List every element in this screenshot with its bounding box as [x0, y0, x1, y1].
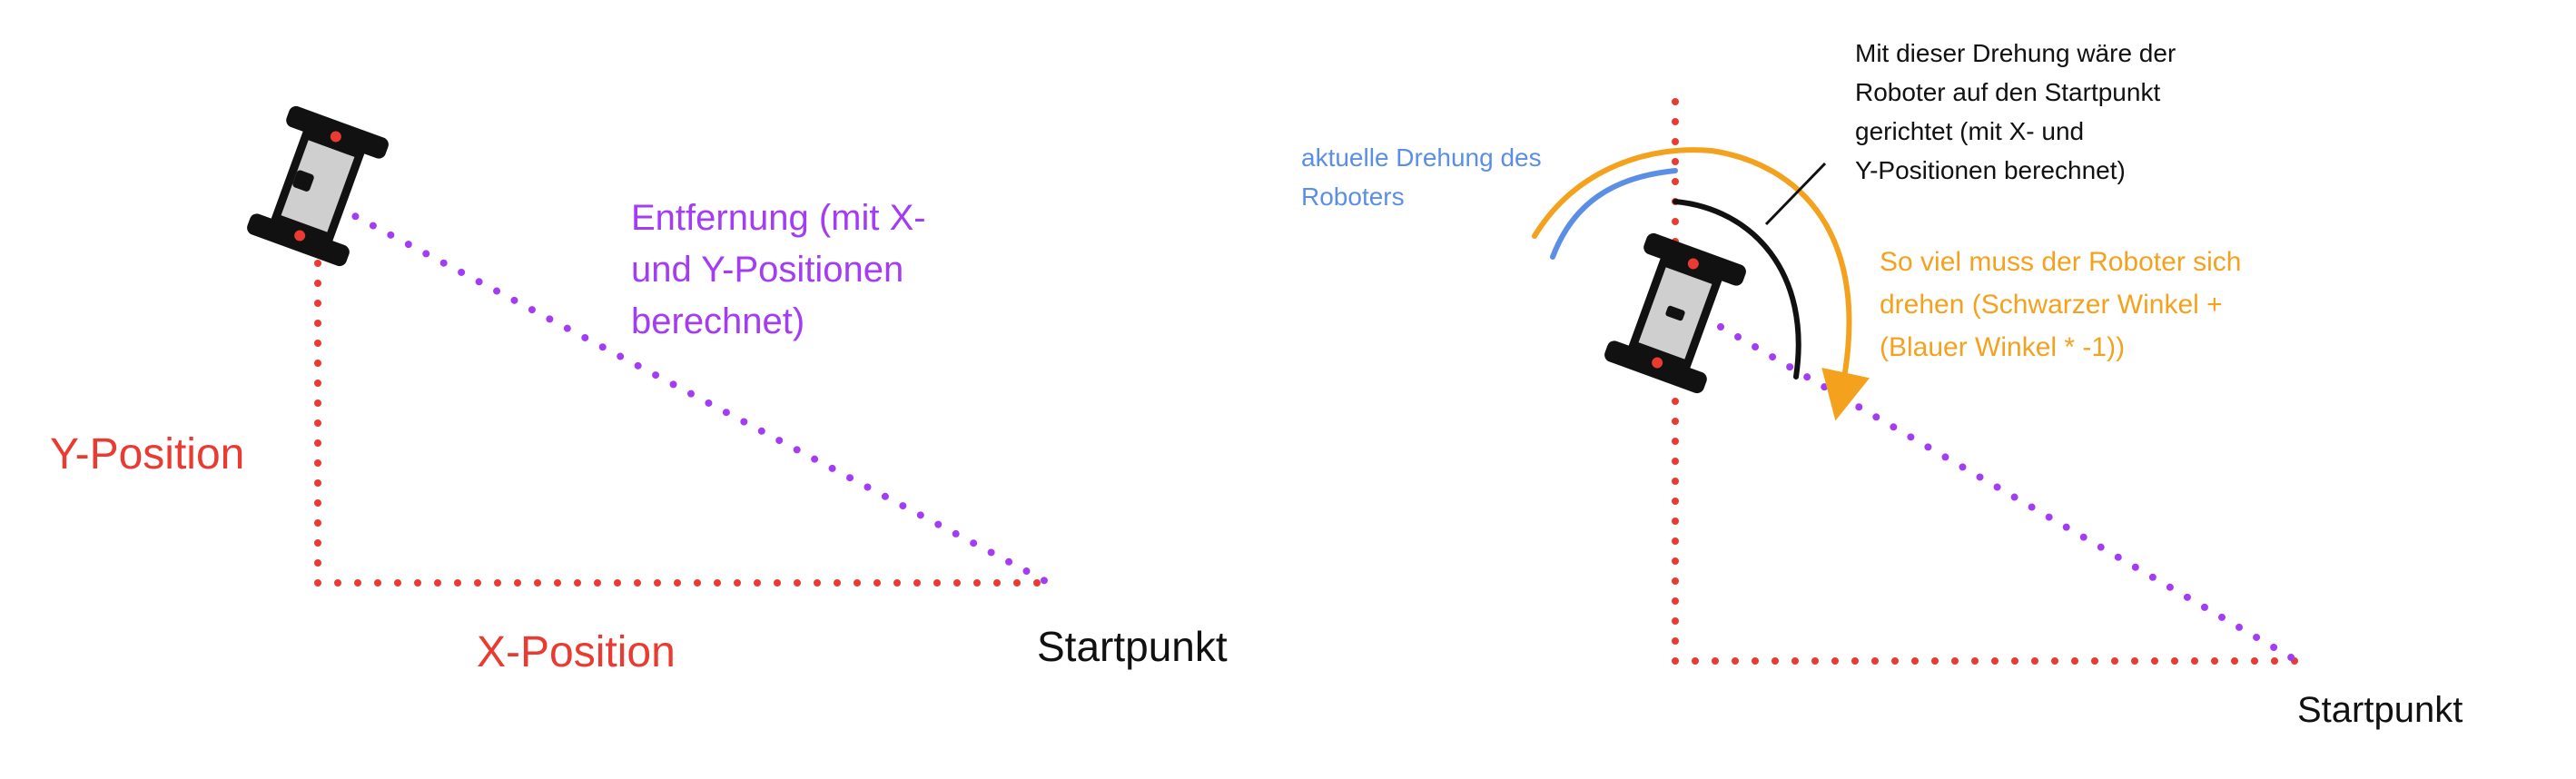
orange-angle-label-line-3: (Blauer Winkel * -1))	[1880, 332, 2125, 362]
black-angle-label-line-1: Mit dieser Drehung wäre der	[1855, 39, 2176, 67]
start-point-left-label: Startpunkt	[1037, 623, 1228, 670]
black-callout-line	[1764, 162, 1827, 226]
blue-angle-label-line-2: Roboters	[1301, 182, 1405, 211]
robot-left-icon	[247, 105, 389, 267]
required-rotation-arc	[1532, 147, 1870, 421]
right-diagram: Mit dieser Drehung wäre der Roboter auf …	[1301, 39, 2462, 730]
left-diagram: Y-Position X-Position Entfernung (mit X-…	[50, 105, 1228, 676]
start-point-right-label: Startpunkt	[2297, 690, 2462, 730]
distance-label-line-2: und Y-Positionen	[631, 250, 903, 290]
orange-angle-label-line-1: So viel muss der Roboter sich	[1880, 247, 2242, 277]
black-angle-label-line-3: gerichtet (mit X- und	[1855, 117, 2084, 145]
distance-label-line-1: Entfernung (mit X-	[631, 198, 926, 238]
distance-dotted-line	[334, 203, 1052, 587]
distance-right-dotted-line	[1717, 323, 2301, 665]
black-angle-label-line-4: Y-Positionen berechnet)	[1855, 156, 2126, 184]
blue-angle-label: aktuelle Drehung des Roboters	[1301, 143, 1548, 211]
orange-angle-label-line-2: drehen (Schwarzer Winkel +	[1880, 290, 2223, 320]
black-angle-label-line-2: Roboter auf den Startpunkt	[1855, 78, 2160, 106]
distance-label-line-3: berechnet)	[631, 301, 804, 341]
distance-label: Entfernung (mit X- und Y-Positionen bere…	[631, 198, 936, 341]
x-position-label: X-Position	[477, 628, 676, 676]
target-rotation-arc	[1673, 199, 1801, 380]
y-position-label: Y-Position	[50, 430, 244, 478]
blue-angle-label-line-1: aktuelle Drehung des	[1301, 143, 1542, 172]
robot-right-icon	[1604, 232, 1746, 394]
black-angle-label: Mit dieser Drehung wäre der Roboter auf …	[1855, 39, 2183, 184]
orange-angle-label: So viel muss der Roboter sich drehen (Sc…	[1880, 247, 2249, 362]
current-rotation-arc	[1550, 168, 1678, 260]
